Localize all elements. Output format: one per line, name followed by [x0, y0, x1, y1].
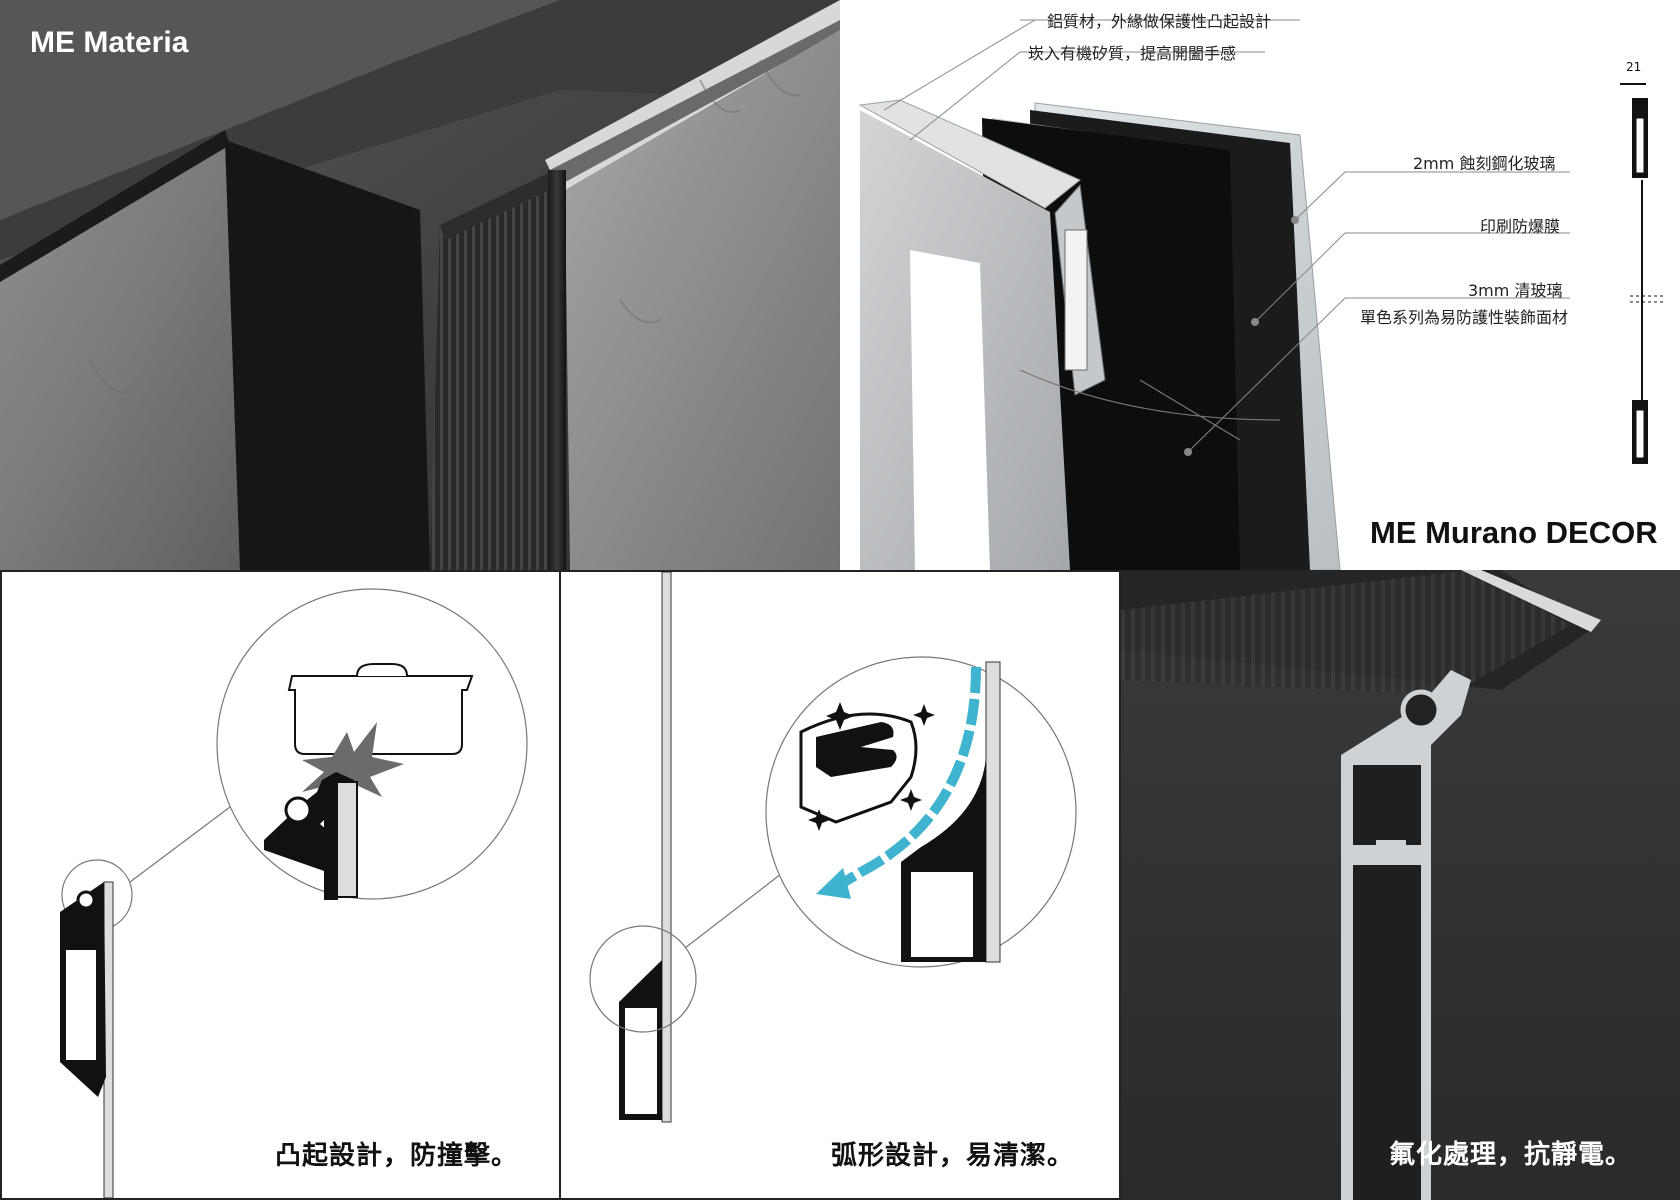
panel-murano-decor: 鋁質材，外緣做保護性凸起設計 崁入有機矽質，提高開闔手感 2mm 蝕刻鋼化玻璃 …: [840, 0, 1680, 570]
panel-bumper: 凸起設計，防撞擊。: [0, 570, 561, 1200]
profile-photo: [1121, 570, 1680, 1200]
murano-exploded-diagram: [858, 19, 1665, 570]
hand-wipe-icon: [799, 712, 918, 824]
materia-photo: [0, 0, 840, 570]
dimension-label: 21: [1626, 60, 1642, 74]
curve-caption: 弧形設計，易清潔。: [831, 1141, 1075, 1171]
curve-diagram: [589, 572, 1077, 1123]
impact-burst-icon: [302, 722, 404, 807]
materia-title: ME Materia: [30, 26, 189, 59]
fluoride-caption: 氟化處理，抗靜電。: [1389, 1140, 1633, 1170]
arrow-curve-icon: [833, 666, 981, 892]
callout-film: 印刷防爆膜: [1480, 217, 1561, 236]
bumper-diagram: [60, 588, 528, 1198]
callout-clear-glass: 3mm 清玻璃: [1468, 281, 1563, 300]
callout-decor-material: 單色系列為易防護性裝飾面材: [1360, 308, 1569, 327]
pot-icon: [287, 663, 474, 755]
bumper-caption: 凸起設計，防撞擊。: [275, 1141, 519, 1171]
murano-title: ME Murano DECOR: [1370, 515, 1658, 550]
callout-aluminum: 鋁質材，外緣做保護性凸起設計: [1047, 12, 1272, 31]
callout-silicone: 崁入有機矽質，提高開闔手感: [1028, 44, 1237, 63]
callout-etched-glass: 2mm 蝕刻鋼化玻璃: [1413, 154, 1556, 173]
sparkle-icon: [808, 702, 935, 831]
panel-curve: 弧形設計，易清潔。: [561, 570, 1121, 1200]
panel-materia: ME Materia: [0, 0, 840, 570]
panel-fluoride: 氟化處理，抗靜電。: [1121, 570, 1680, 1200]
